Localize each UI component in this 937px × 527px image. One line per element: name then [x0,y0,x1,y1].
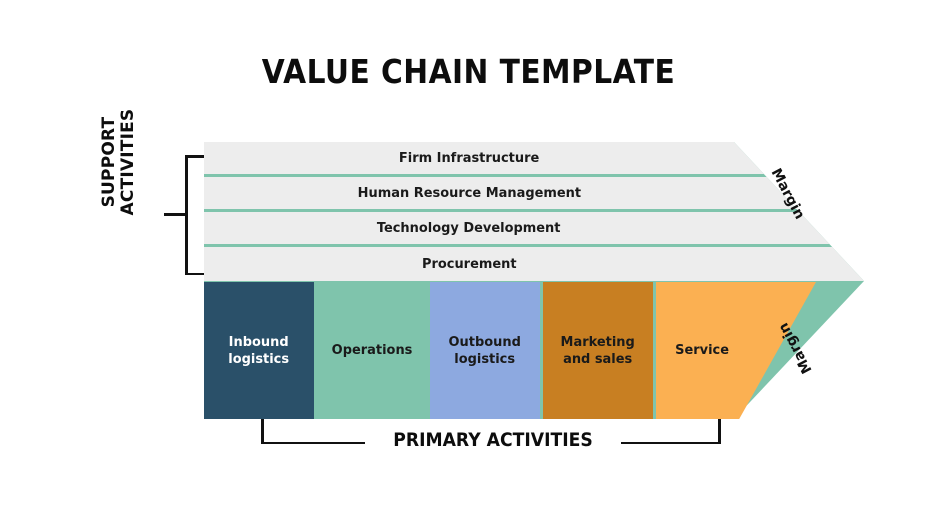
primary-column-label: Operations [331,342,413,359]
support-row-technology-development[interactable]: Technology Development [204,212,864,244]
value-chain-body: Firm Infrastructure Human Resource Manag… [204,142,864,419]
primary-column-label-line2: and sales [563,350,633,367]
bracket-vertical-bar [185,155,188,275]
primary-column-outbound-logistics[interactable]: Outbound logistics [430,282,540,419]
primary-activities-columns: Inbound logistics Operations Outbound lo… [204,282,864,419]
support-row-label: Procurement [421,256,517,272]
bracket-bottom-stub [185,272,205,275]
bracket-top-stub [185,155,205,158]
bracket-right-horizontal [621,441,721,444]
primary-column-label-line1: Inbound [228,333,289,350]
primary-column-label: Inbound logistics [229,334,290,368]
primary-column-label-line2: logistics [454,350,516,367]
primary-activities-label: PRIMARY ACTIVITIES [393,430,593,451]
bracket-left-horizontal [261,441,365,444]
bracket-left-vertical [261,419,264,444]
primary-column-label: Marketing and sales [561,334,635,368]
support-activities-bracket [164,155,208,275]
support-activities-label-line1: SUPPORT [98,116,119,208]
primary-column-label-line1: Marketing [560,333,636,350]
primary-column-label: Outbound logistics [449,334,521,368]
support-row-label: Human Resource Management [357,185,581,201]
bracket-middle-stub [164,213,186,216]
page-title: VALUE CHAIN TEMPLATE [261,52,676,91]
support-row-human-resource-management[interactable]: Human Resource Management [204,177,864,209]
primary-column-label-line2: logistics [228,350,290,367]
primary-column-marketing-and-sales[interactable]: Marketing and sales [543,282,653,419]
primary-column-label: Service [675,342,730,359]
support-activities-label-line2: ACTIVITIES [118,108,138,216]
bracket-right-vertical [718,419,721,444]
primary-column-inbound-logistics[interactable]: Inbound logistics [204,282,314,419]
support-row-label: Firm Infrastructure [398,150,540,166]
primary-column-label-line1: Outbound [448,333,522,350]
support-row-label: Technology Development [377,220,561,236]
primary-column-operations[interactable]: Operations [317,282,427,419]
support-row-procurement[interactable]: Procurement [204,247,864,281]
support-activities-label: SUPPORT ACTIVITIES [98,87,138,237]
